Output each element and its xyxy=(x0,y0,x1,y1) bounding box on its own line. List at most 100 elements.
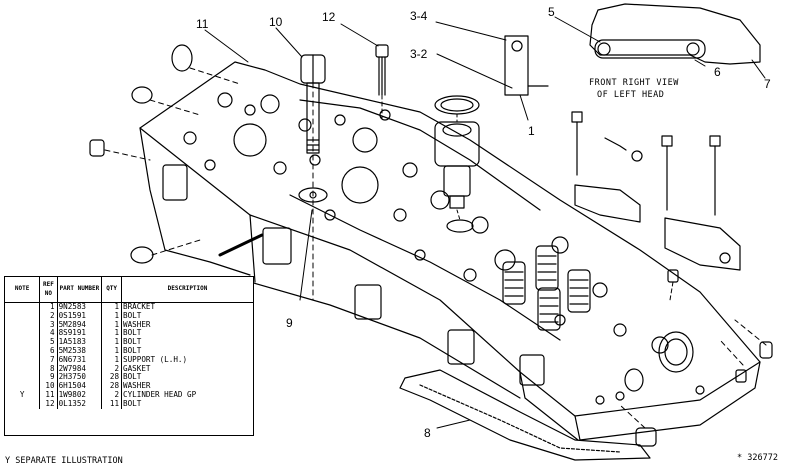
ref-cell: 8 xyxy=(39,364,58,374)
callout-10: 10 xyxy=(269,15,283,29)
header-part-number: PART NUMBER xyxy=(57,277,103,303)
qty-cell: 1 xyxy=(101,346,123,356)
qty-cell: 2 xyxy=(101,364,123,374)
valve-springs xyxy=(502,245,591,331)
parts-table: NOTE REF NO PART NUMBER QTY DESCRIPTION … xyxy=(4,276,254,436)
qty-cell: 1 xyxy=(101,338,123,347)
description-cell: WASHER xyxy=(123,381,151,391)
qty-cell: 28 xyxy=(101,373,123,383)
callout-labels: 11 10 12 3-4 3-2 5 6 7 1 9 8 xyxy=(196,5,771,440)
note-cell xyxy=(5,329,41,339)
leader-lines xyxy=(104,16,767,429)
description-cell: BRACKET xyxy=(123,302,156,312)
note-cell xyxy=(5,364,41,374)
part-number-cell: 1W9802 xyxy=(57,390,103,400)
qty-cell: 2 xyxy=(101,390,123,400)
illustration-id: * 326772 xyxy=(737,453,778,463)
note-cell: Y xyxy=(5,390,41,400)
qty-cell: 1 xyxy=(101,355,123,365)
qty-cell: 11 xyxy=(101,399,123,409)
note-cell xyxy=(5,346,41,356)
callout-11: 11 xyxy=(196,17,209,31)
part-number-cell: 1A5183 xyxy=(57,338,103,347)
ref-cell: 12 xyxy=(39,399,58,409)
callout-8: 8 xyxy=(424,426,431,440)
detail-view-caption: FRONT RIGHT VIEW OF LEFT HEAD xyxy=(589,78,679,100)
ref-cell: 1 xyxy=(39,302,58,312)
description-cell: BOLT xyxy=(123,328,142,338)
callout-3-4: 3-4 xyxy=(410,9,428,23)
ref-cell: 11 xyxy=(39,390,58,400)
note-cell xyxy=(5,302,41,312)
parts-table-header: NOTE REF NO PART NUMBER QTY DESCRIPTION xyxy=(5,277,253,303)
part-number-cell: 2H3750 xyxy=(57,373,103,383)
qty-cell: 1 xyxy=(101,320,123,330)
ref-cell: 5 xyxy=(39,338,58,347)
qty-cell: 1 xyxy=(101,311,123,321)
ref-cell: 3 xyxy=(39,320,58,330)
view-caption-line-2: OF LEFT HEAD xyxy=(597,90,664,100)
note-cell xyxy=(5,320,41,330)
description-cell: CYLINDER HEAD GP xyxy=(123,390,197,400)
ref-cell: 7 xyxy=(39,355,58,365)
part-number-cell: 6N6731 xyxy=(57,355,103,365)
header-qty: QTY xyxy=(101,277,123,303)
header-ref: REF NO xyxy=(39,277,58,303)
note-cell xyxy=(5,399,41,409)
callout-5: 5 xyxy=(548,5,555,19)
description-cell: GASKET xyxy=(123,363,151,373)
callout-6: 6 xyxy=(714,65,721,79)
callout-7: 7 xyxy=(764,77,771,91)
part-number-cell: 5M2538 xyxy=(57,346,103,356)
ref-cell: 9 xyxy=(39,373,58,383)
note-cell xyxy=(5,355,41,365)
part-number-cell: 0S1591 xyxy=(57,311,103,321)
ref-cell: 10 xyxy=(39,382,58,391)
callout-12: 12 xyxy=(322,10,336,24)
detail-view xyxy=(504,3,761,96)
part-number-cell: 6H1504 xyxy=(57,382,103,391)
gasket xyxy=(399,369,651,461)
part-number-cell: 0L1352 xyxy=(57,399,103,409)
bracket-assembly xyxy=(571,111,741,271)
note-cell xyxy=(5,373,41,383)
ref-cell: 2 xyxy=(39,311,58,321)
note-cell xyxy=(5,382,41,391)
part-number-cell: 5M2894 xyxy=(57,320,103,330)
description-cell: BOLT xyxy=(123,346,142,356)
description-cell: BOLT xyxy=(123,337,142,347)
part-number-cell: 9N2583 xyxy=(57,302,103,312)
header-note: NOTE xyxy=(5,277,41,303)
ref-cell: 4 xyxy=(39,329,58,339)
header-description: DESCRIPTION xyxy=(121,277,253,303)
callout-9: 9 xyxy=(286,316,293,330)
note-cell xyxy=(5,311,41,321)
description-cell: BOLT xyxy=(123,310,142,320)
cylinder-head-block xyxy=(139,61,761,441)
description-cell: SUPPORT (L.H.) xyxy=(123,354,188,364)
callout-3-2: 3-2 xyxy=(410,47,428,61)
description-cell: BOLT xyxy=(123,372,142,382)
description-cell: BOLT xyxy=(123,398,142,408)
qty-cell: 28 xyxy=(101,382,123,391)
view-caption-line-1: FRONT RIGHT VIEW xyxy=(589,78,679,88)
qty-cell: 1 xyxy=(101,302,123,312)
qty-cell: 1 xyxy=(101,329,123,339)
footnote: Y SEPARATE ILLUSTRATION xyxy=(5,456,123,466)
callout-1: 1 xyxy=(528,124,535,138)
description-cell: WASHER xyxy=(123,319,151,329)
